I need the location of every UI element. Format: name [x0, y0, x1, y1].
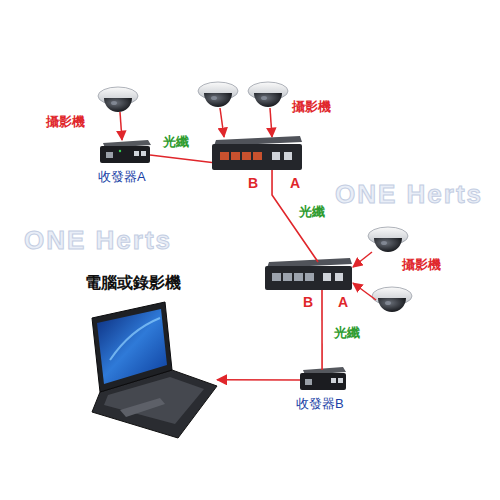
port-label: B	[303, 294, 313, 310]
device-heading: 電腦或錄影機	[85, 274, 181, 292]
device-label: 收發器B	[296, 397, 344, 412]
port-label: A	[290, 175, 300, 191]
dome-camera	[198, 82, 238, 107]
fiber-link	[321, 290, 323, 370]
device-label: 收發器A	[98, 170, 146, 185]
camera-label: 攝影機	[292, 100, 331, 115]
watermark: ONE Herts	[24, 226, 172, 256]
link-label: 光纖	[298, 205, 326, 220]
signal-arrow	[217, 379, 300, 381]
media-converter: 收發器B	[300, 370, 346, 390]
media-converter: 收發器A	[100, 143, 150, 163]
link-label: 光纖	[162, 135, 190, 150]
media-converter	[300, 367, 346, 390]
port-label: B	[248, 175, 258, 191]
dome-camera	[372, 287, 412, 312]
fiber-switch: BA	[265, 262, 352, 290]
camera-label: 攝影機	[46, 115, 85, 130]
laptop	[92, 302, 217, 438]
dome-camera	[368, 227, 408, 252]
fiber-switch: BA	[212, 140, 302, 170]
fiber-link	[150, 155, 212, 163]
link-label: 光纖	[333, 326, 361, 341]
fiber-switch	[265, 258, 352, 290]
port-label: A	[338, 294, 348, 310]
fiber-switch	[212, 136, 302, 170]
dome-camera	[248, 82, 288, 107]
camera-label: 攝影機	[402, 258, 441, 273]
dome-camera	[98, 87, 138, 112]
laptop-device: 電腦或錄影機	[85, 300, 217, 445]
watermark: ONE Herts	[335, 180, 483, 210]
media-converter	[100, 140, 151, 163]
